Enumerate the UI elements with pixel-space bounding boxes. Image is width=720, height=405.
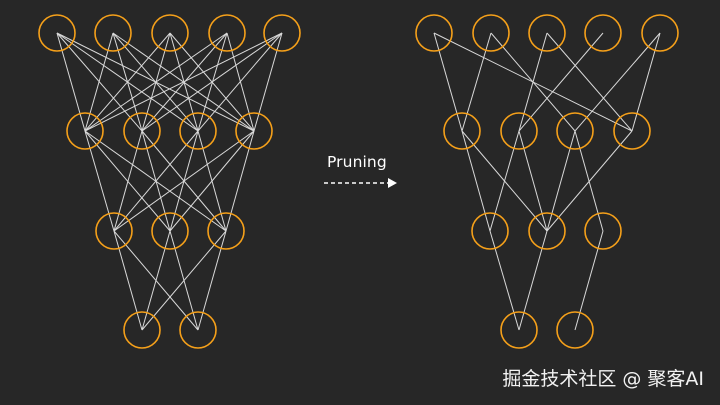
pruned-node-l3-0	[500, 311, 538, 349]
dense-node-l1-0	[66, 112, 104, 150]
pruned-node-l0-0	[415, 14, 453, 52]
pruned-edge-l0-4-2	[574, 32, 661, 132]
pruned-node-l2-2	[584, 212, 622, 250]
pruned-edge-l1-1-1	[518, 130, 548, 232]
dense-node-l2-0	[95, 212, 133, 250]
pruned-edge-l0-1-0	[461, 32, 492, 132]
dense-edge-l1-1-0	[113, 130, 143, 232]
dense-edge-l0-3-0	[84, 32, 228, 132]
dense-node-l3-1	[179, 311, 217, 349]
pruned-node-l2-1	[528, 212, 566, 250]
pruned-edge-l2-1-0	[518, 230, 548, 331]
pruned-network-nodes	[415, 14, 679, 349]
dense-node-l1-3	[235, 112, 273, 150]
pruned-edge-l0-2-1	[518, 32, 548, 132]
dense-node-l0-3	[208, 14, 246, 52]
dense-edge-l0-4-2	[197, 32, 283, 132]
dense-edge-l1-3-2	[225, 130, 255, 232]
pruned-node-l0-4	[641, 14, 679, 52]
pruned-node-l0-1	[472, 14, 510, 52]
dense-edge-l2-0-0	[113, 230, 143, 331]
dense-edge-l0-4-0	[84, 32, 283, 132]
pruned-node-l0-2	[528, 14, 566, 52]
dense-node-l1-2	[179, 112, 217, 150]
dense-edge-l0-4-3	[253, 32, 283, 132]
dense-edge-l0-0-0	[56, 32, 86, 132]
dense-edge-l0-4-1	[141, 32, 283, 132]
pruned-edge-l0-4-3	[631, 32, 661, 132]
dense-edge-l0-2-0	[84, 32, 171, 132]
dense-edge-l0-1-0	[84, 32, 114, 132]
dense-edge-l1-2-0	[113, 130, 199, 232]
pruned-edge-l1-2-1	[546, 130, 576, 232]
dense-network-edges	[56, 32, 283, 331]
pruned-edge-l1-0-0	[461, 130, 491, 232]
dense-node-l0-1	[94, 14, 132, 52]
dense-node-l1-1	[123, 112, 161, 150]
dense-edge-l1-3-0	[113, 130, 255, 232]
pruned-node-l1-0	[443, 112, 481, 150]
dense-edge-l2-2-1	[197, 230, 227, 331]
pruned-edge-l2-0-0	[489, 230, 520, 331]
dense-edge-l1-0-0	[84, 130, 115, 232]
dense-network-nodes	[38, 14, 301, 349]
dense-edge-l2-1-0	[141, 230, 171, 331]
pruned-node-l1-1	[500, 112, 538, 150]
dense-edge-l1-3-1	[169, 130, 255, 232]
pruning-arrow-icon	[324, 178, 397, 188]
pruned-node-l3-1	[556, 311, 594, 349]
dense-node-l2-2	[207, 212, 245, 250]
dense-node-l0-4	[263, 14, 301, 52]
pruned-edge-l0-3-1	[518, 32, 604, 132]
pruning-label: Pruning	[327, 153, 387, 171]
pruned-node-l2-0	[471, 212, 509, 250]
pruned-network-edges	[433, 32, 661, 331]
pruned-edge-l1-1-0	[489, 130, 520, 232]
dense-node-l0-0	[38, 14, 76, 52]
pruned-node-l1-3	[613, 112, 651, 150]
pruned-edge-l0-2-3	[546, 32, 633, 132]
pruned-node-l0-3	[584, 14, 622, 52]
dense-node-l0-2	[151, 14, 189, 52]
pruned-edge-l2-2-1	[574, 230, 604, 331]
watermark: 掘金技术社区 @ 聚客AI	[502, 368, 704, 390]
dense-edge-l2-2-0	[141, 230, 227, 331]
pruned-node-l1-2	[556, 112, 594, 150]
dense-node-l3-0	[123, 311, 161, 349]
pruned-edge-l0-0-0	[433, 32, 463, 132]
dense-node-l2-1	[151, 212, 189, 250]
pruned-edge-l1-3-1	[546, 130, 633, 232]
